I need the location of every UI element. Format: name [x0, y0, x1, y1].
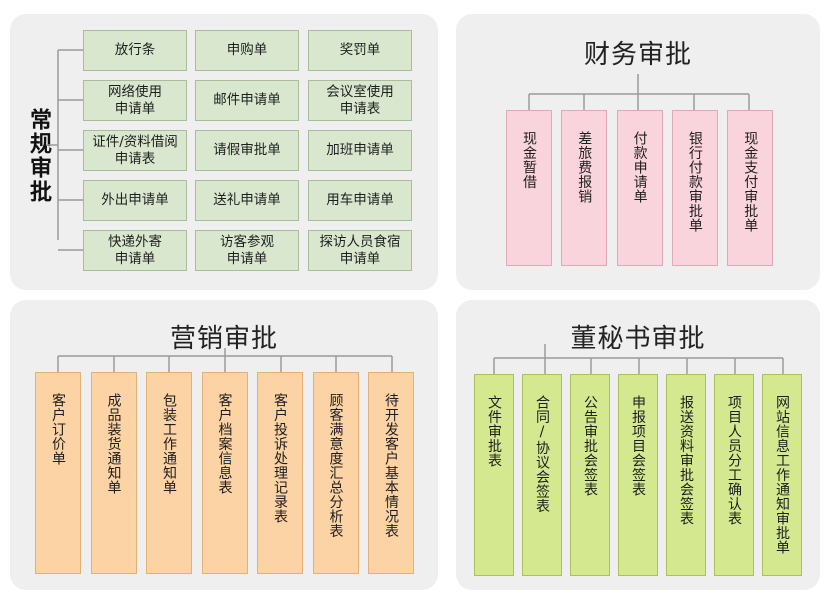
marketing-form-label: 成品装货通知单 [105, 393, 122, 495]
marketing-form-item: 待开发客户基本情况表 [368, 372, 414, 574]
finance-form-label: 差旅费报销 [576, 131, 593, 204]
finance-approval-panel: 财务审批 现金暂借 差旅费报销 付款申请单 银行付款审批单 现金支付审批单 [456, 14, 820, 290]
finance-approval-title: 财务审批 [583, 40, 692, 70]
secretary-form-item: 项目人员分工确认表 [714, 374, 754, 576]
secretary-form-label: 文件审批表 [486, 395, 502, 468]
secretary-form-item: 文件审批表 [474, 374, 514, 576]
marketing-form-label: 顾客满意度汇总分析表 [327, 393, 344, 538]
secretary-form-label: 合同/协议会签表 [534, 395, 550, 513]
secretary-form-item: 报送资料审批会签表 [666, 374, 706, 576]
routine-form-item: 用车申请单 [308, 180, 412, 221]
marketing-form-item: 客户订价单 [35, 372, 81, 574]
finance-form-label: 现金暂借 [521, 131, 537, 189]
marketing-connector-lines [57, 348, 393, 372]
finance-form-item: 差旅费报销 [561, 110, 608, 266]
secretary-form-item: 合同/协议会签表 [522, 374, 562, 576]
routine-approval-title: 常规审批 [26, 108, 51, 204]
secretary-form-label: 项目人员分工确认表 [726, 395, 742, 526]
marketing-form-item: 客户档案信息表 [201, 372, 248, 574]
marketing-form-label: 客户订价单 [50, 393, 66, 466]
routine-form-item: 访客参观 申请单 [195, 230, 299, 271]
secretary-form-item: 公告审批会签表 [570, 374, 610, 576]
secretary-form-label: 网站信息工作通知审批单 [774, 395, 790, 555]
secretary-connector-lines [493, 344, 784, 376]
marketing-form-item: 客户投诉处理记录表 [257, 372, 303, 574]
finance-form-item: 现金支付审批单 [727, 110, 774, 266]
secretary-approval-panel: 董秘书审批 文件审批表 合同/协议会签表 公告审批会签表 申报项目会签表 报送资料审批会… [456, 300, 820, 590]
finance-form-item: 现金暂借 [506, 110, 552, 266]
secretary-form-label: 申报项目会签表 [630, 395, 646, 497]
routine-connector-lines [46, 49, 83, 251]
marketing-approval-title: 营销审批 [169, 324, 278, 354]
routine-form-item: 外出申请单 [83, 180, 187, 221]
secretary-form-item: 申报项目会签表 [618, 374, 658, 576]
marketing-form-item: 顾客满意度汇总分析表 [312, 372, 359, 574]
routine-form-item: 请假审批单 [195, 130, 299, 171]
routine-form-item: 会议室使用 申请表 [308, 80, 412, 121]
marketing-form-item: 成品装货通知单 [90, 372, 137, 574]
routine-form-item: 放行条 [83, 30, 187, 71]
marketing-form-label: 客户投诉处理记录表 [272, 393, 288, 524]
marketing-form-label: 包装工作通知单 [161, 393, 177, 495]
routine-form-item: 快递外寄 申请单 [83, 230, 187, 271]
routine-form-item: 申购单 [195, 30, 299, 71]
secretary-form-label: 报送资料审批会签表 [678, 395, 694, 526]
secretary-approval-title: 董秘书审批 [570, 324, 706, 354]
finance-connector-lines [528, 74, 750, 112]
marketing-form-item: 包装工作通知单 [146, 372, 192, 574]
routine-approval-panel: 常规审批 放行条申购单奖罚单网络使用 申请单邮件申请单会议室使用 申请表证件/资… [10, 14, 438, 290]
finance-form-label: 银行付款审批单 [686, 131, 703, 233]
finance-form-label: 付款申请单 [631, 131, 648, 204]
routine-form-item: 送礼申请单 [195, 180, 299, 221]
marketing-approval-panel: 营销审批 客户订价单 成品装货通知单 包装工作通知单 客户档案信息表 客户投诉处理记录表… [10, 300, 438, 590]
secretary-form-label: 公告审批会签表 [582, 395, 598, 497]
marketing-form-label: 客户档案信息表 [216, 393, 233, 495]
finance-form-item: 付款申请单 [616, 110, 663, 266]
routine-form-item: 邮件申请单 [195, 80, 299, 121]
routine-form-item: 探访人员食宿 申请单 [308, 230, 412, 271]
routine-form-item: 证件/资料借阅 申请表 [83, 130, 187, 171]
finance-form-label: 现金支付审批单 [742, 131, 759, 233]
routine-form-item: 加班申请单 [308, 130, 412, 171]
finance-form-item: 银行付款审批单 [671, 110, 718, 266]
routine-form-item: 网络使用 申请单 [83, 80, 187, 121]
marketing-form-label: 待开发客户基本情况表 [383, 393, 399, 538]
routine-form-item: 奖罚单 [308, 30, 412, 71]
secretary-form-item: 网站信息工作通知审批单 [762, 374, 802, 576]
